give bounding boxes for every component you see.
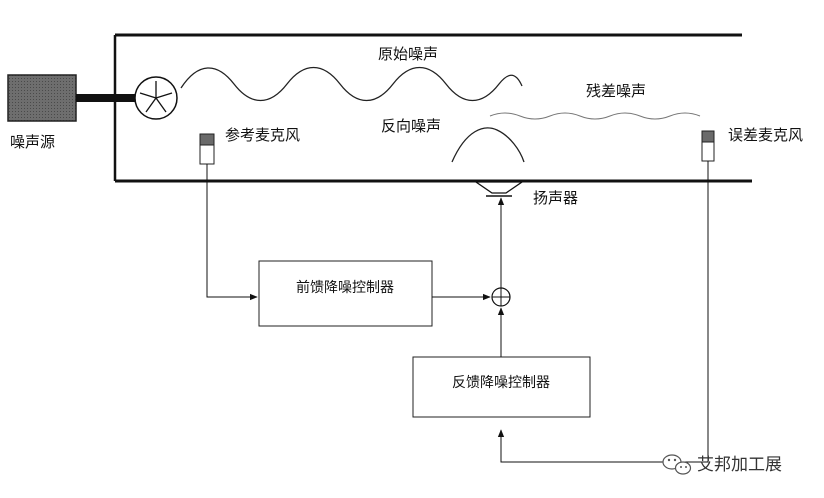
- error-to-feedback-arrow: [497, 161, 709, 463]
- noise-source-box: [7, 74, 77, 122]
- error-mic-label: 误差麦克风: [728, 126, 803, 144]
- speaker-label: 扬声器: [533, 189, 578, 207]
- residual-noise-label: 残差噪声: [586, 82, 646, 100]
- feedforward-controller-label: 前馈降噪控制器: [296, 279, 394, 296]
- noise-source-label: 噪声源: [10, 133, 55, 151]
- original-noise-wave: [180, 67, 523, 101]
- anti-noise-wave: [451, 127, 525, 163]
- speaker-icon: [473, 181, 525, 197]
- fan-icon: [134, 76, 178, 120]
- residual-noise-wave: [489, 112, 701, 120]
- wechat-icon: [662, 454, 692, 475]
- feedback-controller-label: 反馈降噪控制器: [452, 375, 550, 391]
- anti-noise-label: 反向噪声: [381, 117, 441, 135]
- error-mic-icon: [701, 130, 715, 162]
- duct: [113, 33, 752, 183]
- summing-junction: [491, 287, 511, 307]
- watermark-text: 艾邦加工展: [697, 455, 782, 475]
- watermark: 艾邦加工展: [662, 454, 782, 475]
- reference-mic-icon: [199, 133, 215, 165]
- drive-shaft: [76, 94, 136, 102]
- feedback-controller-box: [412, 356, 591, 418]
- reference-mic-label: 参考麦克风: [225, 126, 300, 144]
- feedforward-controller-box: [258, 260, 433, 327]
- ref-to-feedforward-arrow: [206, 164, 258, 301]
- original-noise-label: 原始噪声: [378, 45, 438, 63]
